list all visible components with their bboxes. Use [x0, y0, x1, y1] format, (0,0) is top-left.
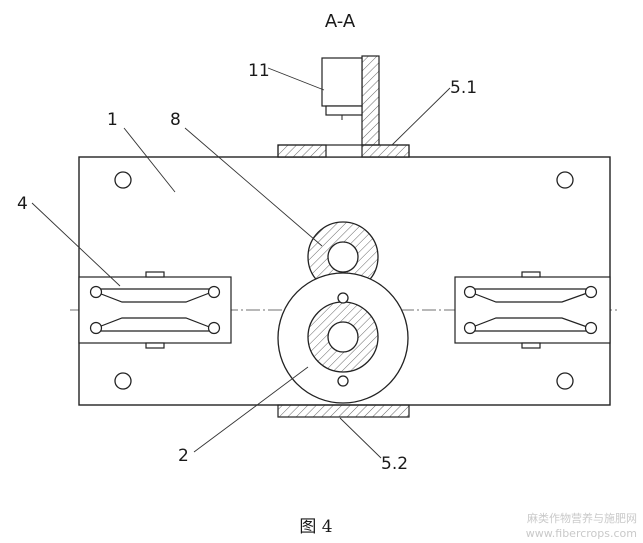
label-1: 1: [107, 110, 118, 130]
hole-bottom-left: [114, 372, 132, 390]
lower-wheel: [277, 272, 409, 404]
bottom-block: [277, 404, 410, 418]
leader-4: [31, 202, 121, 287]
leader-2: [193, 366, 309, 453]
hole-top-right: [556, 171, 574, 189]
section-title: A-A: [325, 11, 356, 32]
mounting-holes: [114, 171, 574, 390]
upper-roller: [307, 221, 379, 293]
motor-body: [321, 57, 363, 107]
leader-11: [267, 67, 325, 91]
label-5-2: 5.2: [381, 454, 408, 474]
label-11: 11: [248, 61, 270, 81]
hole-top-left: [114, 171, 132, 189]
label-2: 2: [178, 446, 189, 466]
hole-bottom-right: [556, 372, 574, 390]
watermark-line-1: 麻类作物营养与施肥网: [527, 511, 637, 525]
leader-lines: [31, 67, 451, 459]
label-8: 8: [170, 110, 181, 130]
right-guide: [454, 271, 611, 349]
leader-5-2: [339, 417, 382, 459]
label-4: 4: [17, 194, 28, 214]
motor-flange: [325, 105, 363, 116]
motor-bracket: [321, 55, 380, 146]
leader-8: [184, 127, 323, 247]
leader-1: [123, 127, 176, 193]
left-guide: [78, 271, 232, 349]
label-5-1: 5.1: [450, 78, 477, 98]
figure-caption: 图 4: [299, 517, 332, 537]
watermark-line-2: www.fibercrops.com: [526, 527, 637, 540]
leader-5-1: [391, 87, 451, 146]
top-block: [277, 144, 410, 158]
